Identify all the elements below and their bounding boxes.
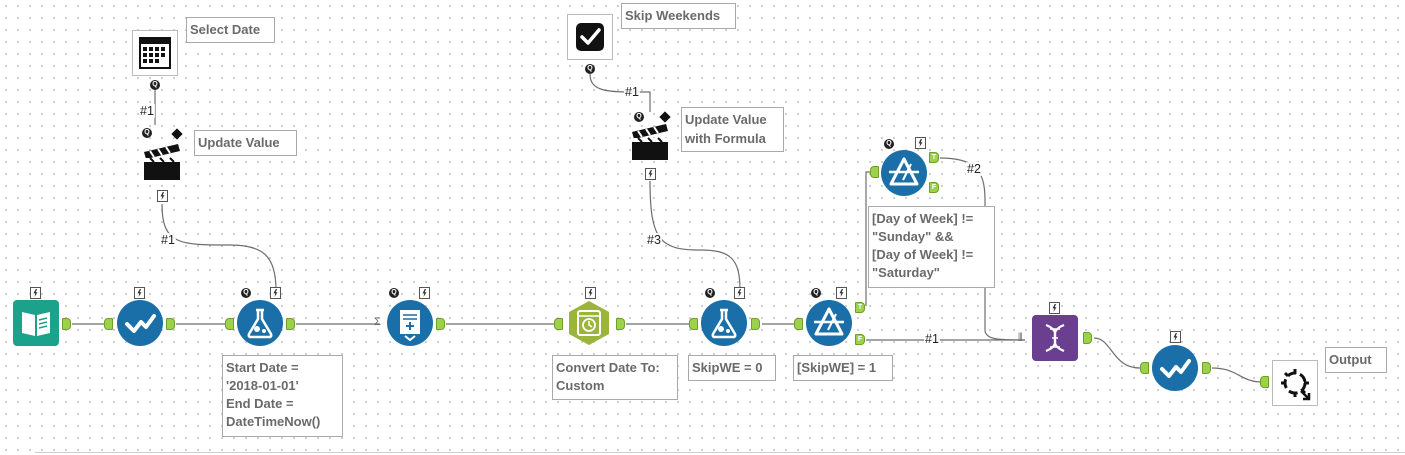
connection-label: #2 bbox=[966, 162, 982, 176]
true-anchor[interactable]: T bbox=[929, 152, 939, 163]
tool-run-indicator bbox=[157, 190, 168, 202]
macro-output-tool[interactable] bbox=[1272, 360, 1318, 406]
output-anchor[interactable] bbox=[436, 318, 445, 330]
true-anchor[interactable]: T bbox=[855, 302, 865, 313]
question-anchor[interactable]: Q bbox=[150, 80, 160, 90]
input-anchor[interactable] bbox=[689, 318, 698, 330]
output-anchor[interactable] bbox=[166, 318, 175, 330]
text-input-tool[interactable] bbox=[13, 300, 59, 346]
formula-icon bbox=[711, 308, 737, 339]
connection-action2-formula2[interactable] bbox=[649, 180, 741, 291]
annotation-update-value-formula: Update Value with Formula bbox=[681, 107, 784, 152]
select-icon bbox=[125, 314, 156, 333]
connection-label: #1 bbox=[160, 233, 176, 247]
multi-input-anchor[interactable]: ⫴ bbox=[1018, 332, 1023, 344]
filter-tool-weekday[interactable] bbox=[881, 150, 927, 196]
filter-icon bbox=[889, 157, 919, 186]
output-anchor[interactable] bbox=[62, 318, 71, 330]
generate-rows-tool[interactable] bbox=[387, 300, 433, 346]
false-anchor[interactable]: F bbox=[855, 334, 865, 345]
connection-label: #1 bbox=[924, 332, 940, 346]
connection-label: #3 bbox=[646, 233, 662, 247]
tool-run-indicator bbox=[270, 287, 281, 299]
input-anchor[interactable] bbox=[870, 166, 879, 178]
input-anchor[interactable] bbox=[104, 318, 113, 330]
output-anchor[interactable] bbox=[286, 318, 295, 330]
annotation-formula-dates: Start Date = '2018-01-01' End Date = Dat… bbox=[222, 355, 343, 437]
filter-tool-skipwe[interactable] bbox=[806, 300, 852, 346]
date-interface-tool[interactable] bbox=[132, 30, 178, 76]
connection-action-formula[interactable] bbox=[161, 203, 277, 291]
formula-tool-skipwe[interactable] bbox=[701, 300, 747, 346]
action-tool-formula[interactable] bbox=[628, 120, 672, 164]
input-anchor[interactable] bbox=[794, 318, 803, 330]
annotation-skipwe-zero: SkipWE = 0 bbox=[688, 355, 776, 381]
annotation-skip-weekends: Skip Weekends bbox=[621, 3, 736, 29]
formula-icon bbox=[247, 308, 273, 339]
output-anchor[interactable] bbox=[1202, 362, 1211, 374]
input-anchor[interactable] bbox=[554, 318, 563, 330]
input-anchor[interactable] bbox=[1140, 362, 1149, 374]
datetime-icon bbox=[569, 301, 609, 345]
union-tool[interactable] bbox=[1032, 315, 1078, 361]
tool-run-indicator bbox=[419, 287, 430, 299]
tool-run-indicator bbox=[734, 287, 745, 299]
connection-label: #1 bbox=[624, 85, 640, 99]
question-anchor[interactable]: Q bbox=[884, 139, 894, 149]
connection-union-select2[interactable] bbox=[1093, 337, 1146, 369]
select-icon bbox=[1160, 359, 1191, 378]
date-picker-icon bbox=[139, 37, 171, 69]
input-anchor[interactable] bbox=[1260, 376, 1269, 388]
question-anchor[interactable]: Q bbox=[705, 288, 715, 298]
canvas-bottom-border bbox=[35, 452, 1405, 453]
annotation-convert-date: Convert Date To: Custom bbox=[552, 355, 678, 400]
action-tool-update-value[interactable] bbox=[140, 140, 184, 184]
tool-run-indicator bbox=[30, 287, 41, 299]
output-anchor[interactable] bbox=[1083, 332, 1092, 344]
multi-input-anchor[interactable]: Σ bbox=[374, 316, 381, 328]
question-anchor[interactable]: Q bbox=[389, 288, 399, 298]
generate-rows-icon bbox=[400, 310, 420, 342]
tool-run-indicator bbox=[915, 137, 926, 149]
connection-filter-true-filter2[interactable] bbox=[865, 171, 874, 307]
question-anchor[interactable]: Q bbox=[634, 112, 644, 122]
select-tool-final[interactable] bbox=[1152, 345, 1198, 391]
text-input-icon bbox=[22, 312, 50, 336]
output-anchor[interactable] bbox=[616, 318, 625, 330]
question-anchor[interactable]: Q bbox=[811, 288, 821, 298]
macro-output-icon bbox=[1281, 369, 1311, 401]
datetime-tool[interactable] bbox=[566, 300, 612, 346]
annotation-update-value: Update Value bbox=[194, 130, 297, 156]
connection-checkbox-action2[interactable] bbox=[589, 73, 651, 112]
select-tool[interactable] bbox=[117, 300, 163, 346]
false-anchor[interactable]: F bbox=[929, 182, 939, 193]
tool-run-indicator bbox=[585, 287, 596, 299]
checkbox-interface-tool[interactable] bbox=[567, 14, 613, 60]
input-anchor[interactable] bbox=[225, 318, 234, 330]
tool-run-indicator bbox=[645, 168, 656, 180]
question-anchor[interactable]: Q bbox=[585, 64, 595, 74]
union-icon bbox=[1045, 323, 1065, 353]
action-clapperboard-icon bbox=[632, 124, 668, 160]
connection-label: #1 bbox=[139, 104, 155, 118]
tool-run-indicator bbox=[1170, 331, 1181, 343]
output-anchor[interactable] bbox=[751, 318, 760, 330]
tool-run-indicator bbox=[836, 287, 847, 299]
annotation-select-date: Select Date bbox=[186, 17, 275, 43]
question-anchor[interactable]: Q bbox=[241, 288, 251, 298]
connection-filter2-true-union[interactable] bbox=[939, 157, 1026, 341]
annotation-skipwe-filter: [SkipWE] = 1 bbox=[793, 355, 893, 381]
filter-icon bbox=[814, 307, 844, 336]
checkbox-icon bbox=[576, 23, 604, 51]
annotation-weekday-filter: [Day of Week] != "Sunday" && [Day of Wee… bbox=[868, 206, 995, 288]
connection-select2-output[interactable] bbox=[1211, 367, 1263, 383]
annotation-output: Output bbox=[1325, 347, 1387, 373]
tool-run-indicator bbox=[134, 287, 145, 299]
formula-tool[interactable] bbox=[237, 300, 283, 346]
tool-run-indicator bbox=[1049, 302, 1060, 314]
action-clapperboard-icon bbox=[144, 144, 180, 180]
question-anchor[interactable]: Q bbox=[142, 128, 152, 138]
